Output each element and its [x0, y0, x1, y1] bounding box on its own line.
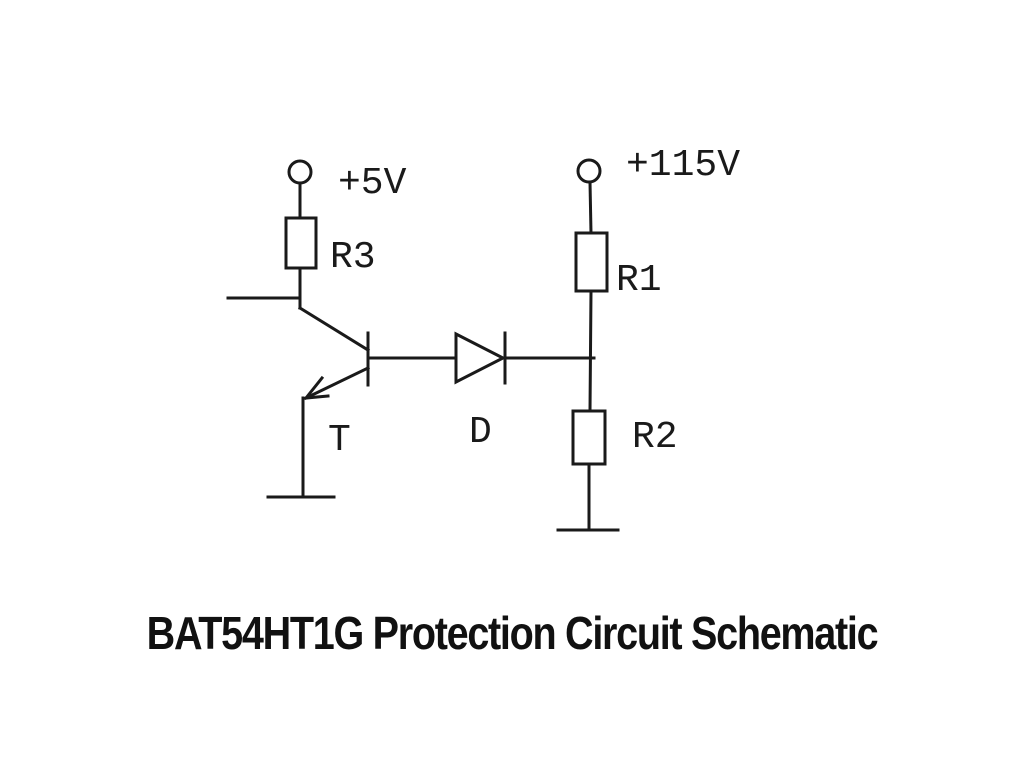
- label-r2: R2: [632, 416, 678, 459]
- label-supply-115v: +115V: [626, 144, 740, 187]
- label-r3: R3: [330, 236, 376, 279]
- label-supply-5v: +5V: [338, 162, 407, 205]
- wire-r1-to-r2: [588, 289, 593, 413]
- label-r1: R1: [616, 259, 662, 302]
- resistor-r2: [571, 409, 607, 466]
- schematic-caption: BAT54HT1G Protection Circuit Schematic: [146, 607, 879, 659]
- diode-d: [454, 331, 507, 385]
- resistor-r1: [574, 231, 609, 293]
- transistor-t: [297, 305, 371, 401]
- resistor-r3: [284, 216, 318, 270]
- label-transistor-t: T: [328, 419, 351, 462]
- emitter-arrow-icon: [302, 375, 330, 400]
- transistor-collector: [297, 305, 371, 353]
- transistor-emitter: [303, 365, 371, 401]
- label-diode-d: D: [469, 411, 492, 454]
- supply-5v-terminal: [287, 159, 313, 185]
- supply-115v-terminal: [576, 158, 602, 184]
- wire-115v-to-r1: [588, 180, 593, 235]
- diode-triangle: [454, 331, 507, 385]
